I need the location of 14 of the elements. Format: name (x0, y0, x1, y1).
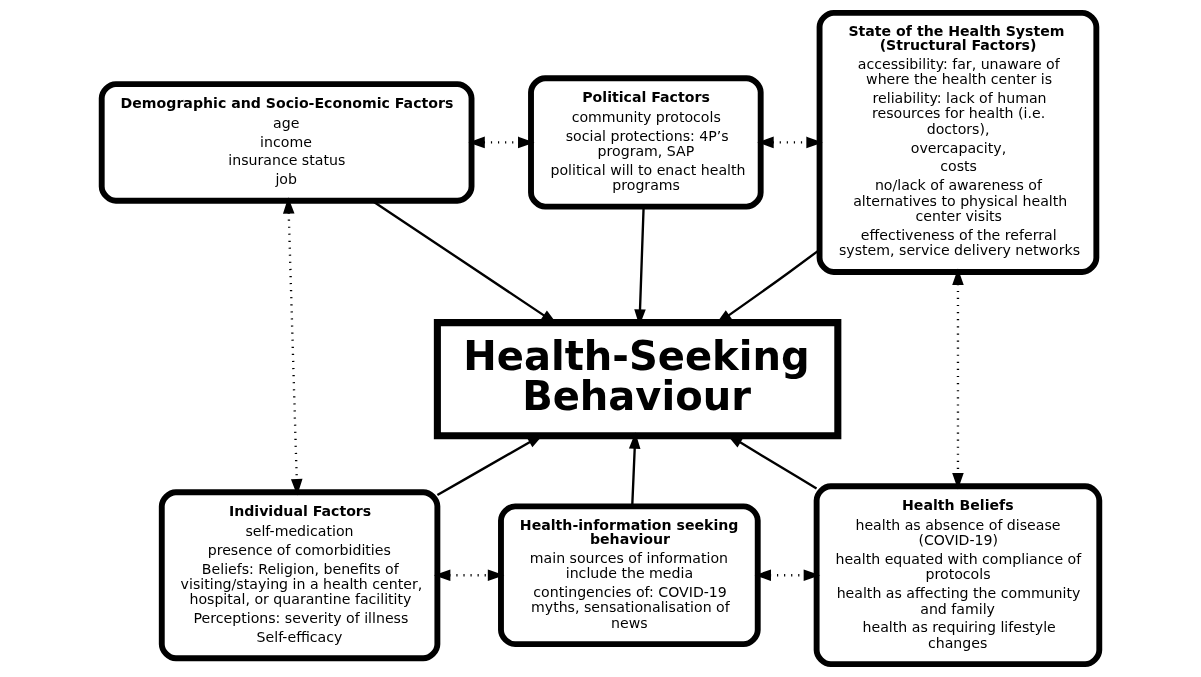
arrow (433, 569, 505, 582)
node-box: State of the Health System (Structural Factors) accessibility: far, unaware of where the health center is reliability: lack of human resources for health (i.e. doctors), overcapacity, costs no/lack of awareness of alternatives to physical health center visits effectiveness of the referral system, service delivery networks (816, 9, 1100, 275)
arrow (282, 197, 303, 496)
arrow (952, 268, 964, 490)
arrow (754, 569, 821, 582)
node-box: Health-Seeking Behaviour (433, 319, 842, 440)
node-box: Health-information seeking behaviour main sources of information include the media contingencies of: COVID-19 myths, sensationalisation of news (498, 503, 761, 648)
node-box: Individual Factors self-medication presence of comorbidities Beliefs: Religion, benefits of visiting/staying in a health center, hospital, or quarantine facilitity Perceptions: severity of illness Self-efficacy (158, 489, 441, 662)
node-box: Political Factors community protocols social protections: 4P’s program, SAP political will to enact health programs (528, 75, 764, 210)
node-box: Demographic and Socio-Economic Factors age income insurance status job (98, 81, 475, 204)
node-box: Health Beliefs health as absence of disease (COVID-19) health equated with compliance of protocols health as affecting the community and family health as requiring lifestyle changes (813, 483, 1103, 668)
arrow (468, 136, 535, 149)
arrow (757, 136, 823, 149)
arrow (628, 432, 641, 507)
